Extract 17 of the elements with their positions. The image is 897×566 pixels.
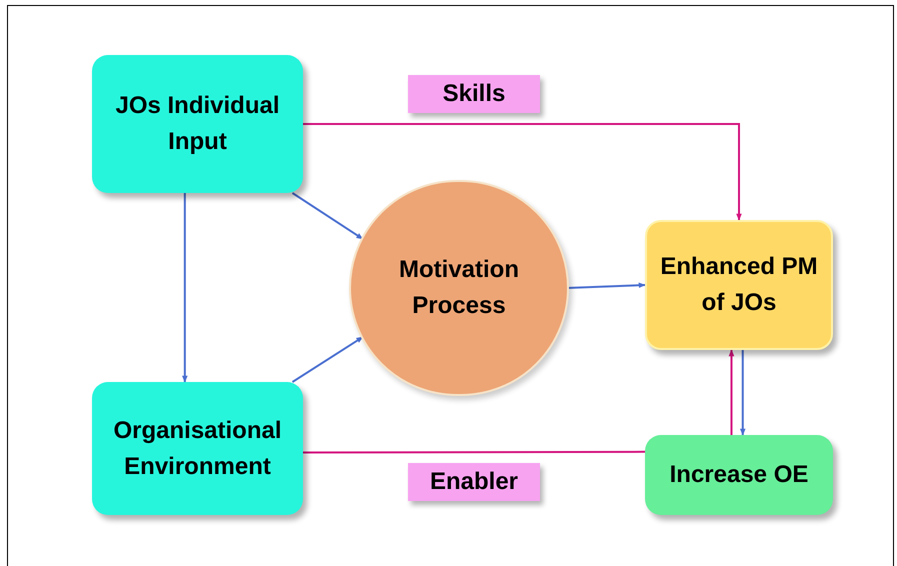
arrow <box>303 123 742 221</box>
edge-label: Enabler <box>408 463 540 501</box>
arrow <box>182 193 188 383</box>
node-label: Increase OE <box>670 460 808 490</box>
edge-label: Skills <box>408 75 540 113</box>
arrow <box>728 349 734 435</box>
process-box <box>645 435 833 515</box>
node-label: JOs Individual Input <box>114 91 281 157</box>
process-box <box>92 55 303 193</box>
arrow <box>740 350 746 436</box>
node-label: Organisational Environment <box>112 416 283 482</box>
outcome-box <box>645 220 833 350</box>
arrow <box>292 192 364 240</box>
node-label: Motivation Process <box>398 255 520 321</box>
node-label: Enhanced PM of JOs <box>659 252 819 318</box>
arrow <box>292 336 364 383</box>
process-box <box>92 382 303 515</box>
